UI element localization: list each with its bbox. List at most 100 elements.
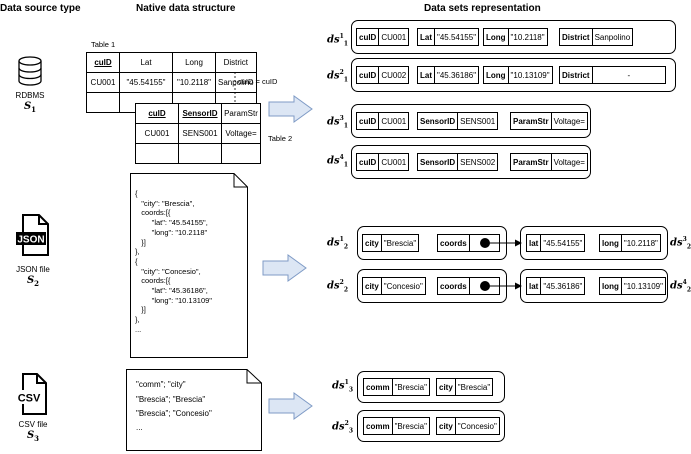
kv-value: Voltage= — [553, 116, 585, 126]
header-source-type: Data source type — [0, 3, 81, 14]
kv-key: coords — [438, 278, 470, 294]
kv-value: SENS001 — [460, 116, 496, 126]
table2-cell: Voltage= — [221, 123, 261, 144]
source-label-json: JSON file — [16, 265, 50, 274]
csv-line: "comm"; "city" — [136, 380, 186, 389]
table1-caption: Table 1 — [91, 40, 116, 49]
kv-pair: long"10.13109" — [599, 277, 666, 295]
kv-key: comm — [364, 418, 393, 434]
csv-document — [126, 369, 262, 451]
database-icon — [18, 56, 42, 86]
kv-key: Lat — [418, 29, 435, 45]
kv-pair: lat"45.36186" — [526, 277, 586, 295]
csv-badge: CSV — [18, 393, 41, 405]
table1-header: Lat — [119, 52, 173, 73]
kv-value: CU001 — [381, 32, 407, 42]
kv-pair: Long"10.13109" — [483, 66, 553, 84]
kv-key: long — [600, 278, 622, 294]
kv-pair: city"Brescia" — [362, 234, 420, 252]
header-representation: Data sets representation — [424, 3, 541, 14]
kv-value: "Brescia" — [394, 421, 427, 431]
kv-key: ParamStr — [511, 154, 552, 170]
dataset-label: ds22 — [327, 279, 348, 294]
csv-line: "Brescia"; "Brescia" — [136, 395, 206, 404]
table1-cell: CU001 — [86, 72, 120, 93]
kv-pair: District- — [559, 66, 666, 84]
kv-key: Long — [484, 67, 509, 83]
kv-key: lat — [527, 235, 542, 251]
kv-key: cuID — [357, 67, 380, 83]
kv-key: ParamStr — [511, 113, 552, 129]
block-arrow — [262, 254, 307, 282]
dataset-label: ds32 — [670, 236, 691, 251]
kv-pair: comm"Brescia" — [363, 417, 430, 435]
dataset-label: ds23 — [332, 420, 353, 435]
table1-header: District — [215, 52, 257, 73]
kv-value: CU002 — [381, 70, 407, 80]
kv-value: CU001 — [381, 157, 407, 167]
kv-key: coords — [438, 235, 470, 251]
dataset-label: ds42 — [670, 279, 691, 294]
kv-value: "Concesio" — [457, 421, 497, 431]
kv-value: CU001 — [381, 116, 407, 126]
reference-arrows — [485, 239, 522, 290]
csv-line: "Brescia"; "Concesio" — [136, 409, 212, 418]
kv-value: "45.36186" — [543, 281, 583, 291]
table2-caption: Table 2 — [268, 134, 293, 143]
kv-pair: Long"10.2118" — [483, 28, 548, 46]
dataset-label: ds12 — [327, 236, 348, 251]
kv-value: "10.13109" — [623, 281, 663, 291]
kv-value: "Brescia" — [394, 382, 427, 392]
dataset-record: lat"45.54155" long"10.2118" — [520, 226, 668, 260]
kv-pair: Lat"45.36186" — [417, 66, 480, 84]
block-arrow — [268, 392, 313, 420]
json-content: { "city": "Brescia", coords:[{ "lat": "4… — [135, 189, 212, 334]
kv-value: "45.54155" — [543, 238, 583, 248]
block-arrow — [268, 95, 313, 123]
kv-value: "45.54155" — [437, 32, 477, 42]
json-badge: JSON — [17, 235, 44, 246]
source-symbol-s3: S3 — [26, 430, 40, 443]
json-document — [130, 173, 248, 358]
kv-pair: Lat"45.54155" — [417, 28, 480, 46]
kv-key: Long — [484, 29, 509, 45]
table2-header: ParamStr — [221, 103, 261, 124]
json-file-icon: JSON — [16, 214, 49, 256]
kv-key: city — [437, 379, 456, 395]
kv-pair: long"10.2118" — [599, 234, 661, 252]
kv-key: cuID — [357, 113, 380, 129]
dataset-record: comm"Brescia" city"Concesio" — [357, 410, 505, 442]
kv-key: cuID — [357, 154, 380, 170]
join-label: cuID = cuID — [238, 77, 278, 86]
kv-value: "10.2118" — [510, 32, 545, 42]
kv-value: "10.13109" — [510, 70, 550, 80]
kv-key: comm — [364, 379, 393, 395]
dataset-label: ds13 — [332, 379, 353, 394]
csv-line: ... — [136, 423, 143, 432]
kv-key: District — [560, 67, 593, 83]
kv-pair: city"Concesio" — [362, 277, 426, 295]
source-label-csv: CSV file — [18, 420, 48, 429]
dataset-label: ds11 — [327, 33, 348, 48]
table2-header: cuID — [135, 103, 179, 124]
table2-cell: SENS001 — [178, 123, 222, 144]
kv-value: SENS002 — [460, 157, 496, 167]
kv-key: cuID — [357, 29, 380, 45]
kv-value: "Brescia" — [457, 382, 491, 392]
kv-key: District — [560, 29, 593, 45]
source-label-rdbms: RDBMS — [15, 91, 45, 100]
csv-file-icon: CSV — [18, 373, 47, 415]
kv-pair: lat"45.54155" — [526, 234, 586, 252]
table2-header: SensorID — [178, 103, 222, 124]
